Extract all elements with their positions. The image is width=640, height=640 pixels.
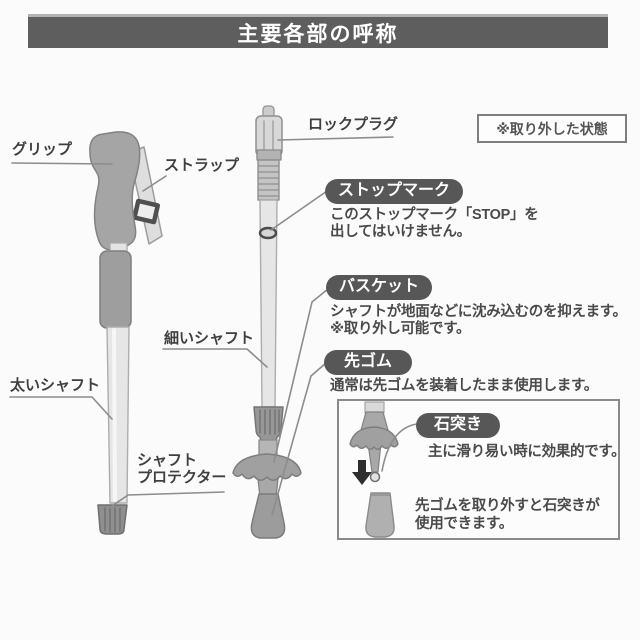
stop-mark-desc-line2: 出してはいけません。 bbox=[330, 224, 471, 240]
grip-shape bbox=[89, 131, 141, 251]
strap-pointer-line bbox=[142, 175, 167, 192]
lock-plug-shape bbox=[255, 115, 283, 161]
tip-rubber-pill: 先ゴム bbox=[324, 350, 413, 375]
carbide-tip-desc2: 先ゴムを取り外すと石突きが 使用できます。 bbox=[415, 497, 600, 533]
thin-shaft-pointer-line bbox=[162, 348, 268, 368]
stop-mark-pointer-line bbox=[270, 190, 328, 231]
carbide-tip-pill: 石突き bbox=[416, 413, 501, 438]
carbide-tip-desc: 主に滑り易い時に効果的です。 bbox=[428, 444, 626, 461]
page-header: 主要各部の呼称 bbox=[28, 14, 608, 48]
carbide-tip-desc-line3: 使用できます。 bbox=[415, 516, 513, 532]
carbide-tip-pointer-line bbox=[381, 423, 418, 472]
down-arrow-icon bbox=[352, 460, 372, 485]
shaft-protector-label-line1: シャフト bbox=[137, 452, 198, 469]
shaft-protector-shape bbox=[97, 504, 128, 535]
carbide-tip-ball bbox=[369, 471, 381, 483]
removed-tip-rubber-shape bbox=[365, 492, 395, 538]
basket-pill: バスケット bbox=[326, 275, 433, 300]
grip-pointer-line bbox=[11, 162, 113, 165]
stop-mark-desc-line1: このストップマーク「STOP」を bbox=[330, 207, 539, 223]
stop-mark-pill: ストップマーク bbox=[325, 179, 464, 204]
shaft-protector-pointer-line bbox=[108, 491, 225, 509]
tip-rubber-desc: 通常は先ゴムを装着したまま使用します。 bbox=[330, 378, 598, 395]
grip-label: グリップ bbox=[12, 141, 73, 158]
page-title: 主要各部の呼称 bbox=[237, 22, 399, 46]
carbide-tip-mini-diagram bbox=[349, 401, 399, 538]
foam-grip-shape bbox=[99, 250, 132, 329]
shaft-protector-label-line2: プロテクター bbox=[137, 469, 227, 486]
basket-pointer-line bbox=[273, 288, 329, 463]
lock-nut-shape bbox=[253, 406, 284, 442]
strap-label: ストラップ bbox=[164, 157, 240, 174]
basket-shape bbox=[232, 453, 302, 481]
basket-desc: シャフトが地面などに沈み込むのを抑えます。 ※取り外し可能です。 bbox=[330, 304, 627, 338]
shaft-protector-label: シャフト プロテクター bbox=[137, 452, 226, 486]
lock-plug-pointer-line bbox=[277, 136, 394, 141]
stop-mark-desc: このストップマーク「STOP」を 出してはいけません。 bbox=[330, 207, 539, 241]
thick-shaft-highlight bbox=[112, 328, 117, 502]
lock-plug-label: ロックプラグ bbox=[308, 116, 399, 133]
tip-rubber-pointer-line bbox=[271, 362, 327, 516]
expander-spring-shape bbox=[257, 159, 280, 201]
thick-shaft-shape bbox=[106, 326, 130, 504]
carbide-tip-desc-line2: 先ゴムを取り外すと石突きが bbox=[415, 498, 600, 514]
thick-shaft-pointer-line bbox=[9, 396, 113, 420]
tip-rubber-shape bbox=[250, 493, 286, 539]
tip-rubber-desc-line1: 通常は先ゴムを装着したまま使用します。 bbox=[330, 378, 598, 394]
carbide-tip-desc-line1: 主に滑り易い時に効果的です。 bbox=[428, 444, 626, 460]
stop-mark-shape bbox=[258, 226, 278, 240]
basket-desc-line1: シャフトが地面などに沈み込むのを抑えます。 bbox=[330, 304, 627, 320]
removed-state-note-box: ※取り外した状態 bbox=[477, 114, 627, 143]
removed-state-note-text: ※取り外した状態 bbox=[496, 120, 608, 137]
basket-desc-line2: ※取り外し可能です。 bbox=[330, 321, 471, 337]
thin-shaft-label: 細いシャフト bbox=[164, 330, 255, 347]
thick-shaft-label: 太いシャフト bbox=[10, 377, 101, 394]
